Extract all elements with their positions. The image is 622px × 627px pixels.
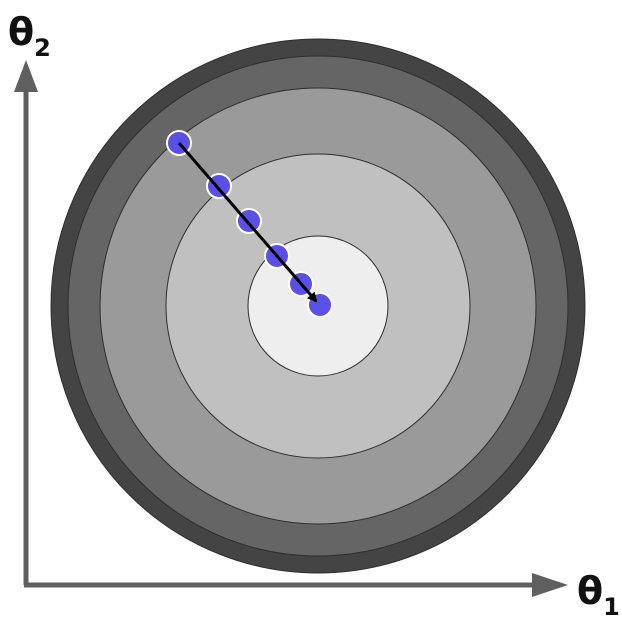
x-axis-arrowhead [532, 573, 568, 597]
y-axis-label: θ2 [8, 10, 51, 62]
axes [14, 60, 568, 597]
x-axis-label: θ1 [577, 569, 620, 621]
trajectory-arrow [177, 142, 318, 303]
y-axis-arrowhead [14, 60, 38, 92]
